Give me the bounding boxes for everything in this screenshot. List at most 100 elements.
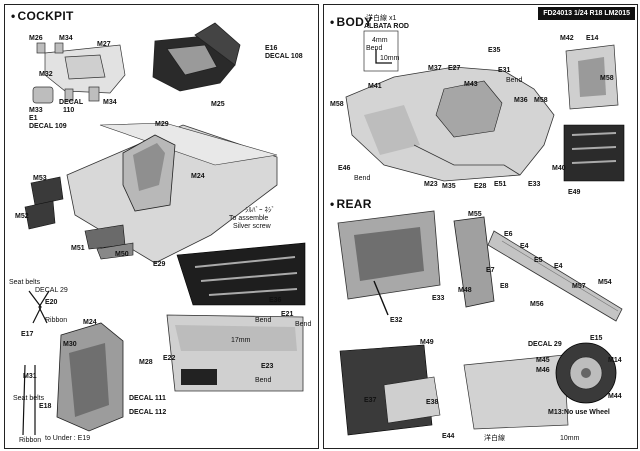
part-label: Bend <box>255 317 272 324</box>
part-label: M35 <box>442 183 456 190</box>
part-label: E22 <box>163 355 176 362</box>
note-wire-size: 10mm <box>560 435 580 442</box>
part-label: M43 <box>464 81 478 88</box>
body-rear-page: FD24013 1/24 R18 LM2015 •BODY •REAR 洋白線 … <box>323 4 638 449</box>
part-label: M56 <box>530 301 544 308</box>
part-label: E16 <box>265 45 278 52</box>
note-silver-screw: Silver screw <box>233 223 271 230</box>
note-wire-jp: 洋白線 <box>484 435 505 442</box>
part-label: M30 <box>63 341 77 348</box>
part-label: Bend <box>506 77 523 84</box>
part-label: M31 <box>23 373 37 380</box>
part-label: E27 <box>448 65 461 72</box>
part-label: E4 <box>554 263 563 270</box>
part-label: M58 <box>534 97 548 104</box>
part-label: to Under : E19 <box>45 435 91 442</box>
part-label: E49 <box>568 189 581 196</box>
part-label: M58 <box>600 75 614 82</box>
part-label: M42 <box>560 35 574 42</box>
part-label: M32 <box>39 71 53 78</box>
rod-length-a: 4mm <box>372 37 388 44</box>
part-label: M44 <box>608 393 622 400</box>
part-label: M14 <box>608 357 622 364</box>
part-label: Ribbon <box>19 437 42 444</box>
part-label: M37 <box>428 65 442 72</box>
part-label: E38 <box>426 399 439 406</box>
part-label: M52 <box>15 213 29 220</box>
part-label: E6 <box>504 231 513 238</box>
part-label: M40 <box>552 165 566 172</box>
part-label: M23 <box>424 181 438 188</box>
part-label: M25 <box>211 101 225 108</box>
part-label: M34 <box>59 35 73 42</box>
part-label: E5 <box>534 257 543 264</box>
part-label: M26 <box>29 35 43 42</box>
part-label: M29 <box>155 121 169 128</box>
part-label: E21 <box>281 311 294 318</box>
part-label: 110 <box>63 107 75 114</box>
part-label: Seat belts <box>9 279 41 286</box>
rod-bend: Bend <box>366 45 383 52</box>
part-label: Bend <box>295 321 312 328</box>
part-label: E14 <box>586 35 599 42</box>
note-assemble: To assemble <box>229 215 269 222</box>
section-title-rear: •REAR <box>330 197 372 211</box>
part-label: E33 <box>528 181 541 188</box>
part-label: M34 <box>103 99 117 106</box>
part-label: M57 <box>572 283 586 290</box>
part-label: DECAL 109 <box>29 123 67 130</box>
part-label: 17mm <box>231 337 251 344</box>
part-label: M36 <box>514 97 528 104</box>
part-label: M58 <box>330 101 344 108</box>
body-rear-illustration <box>337 30 625 436</box>
part-label: M54 <box>598 279 612 286</box>
part-label: DECAL 29 <box>35 287 68 294</box>
part-label: E7 <box>486 267 495 274</box>
part-label: E37 <box>364 397 377 404</box>
note-silver-screw-jp: ｼﾙﾊﾞｰ ﾈｼﾞ <box>245 207 275 214</box>
kit-code-header: FD24013 1/24 R18 LM2015 <box>538 7 635 20</box>
part-label: E32 <box>390 317 403 324</box>
part-label: M50 <box>115 251 129 258</box>
part-label: Ribbon <box>45 317 68 324</box>
part-label: M45 <box>536 357 550 364</box>
part-label: Bend <box>354 175 371 182</box>
part-label: E17 <box>21 331 34 338</box>
part-label: M46 <box>536 367 550 374</box>
part-label: E20 <box>45 299 58 306</box>
part-label: DECAL 111 <box>129 395 166 402</box>
part-label: Seat belts <box>13 395 45 402</box>
part-label: E51 <box>494 181 507 188</box>
part-label: E1 <box>29 115 38 122</box>
part-label: E8 <box>500 283 509 290</box>
part-label: E23 <box>261 363 274 370</box>
part-label: E36 <box>269 297 282 304</box>
part-label: M13:No use Wheel <box>548 409 610 416</box>
part-label: E44 <box>442 433 455 440</box>
part-label: DECAL <box>59 99 84 106</box>
part-label: DECAL 112 <box>129 409 167 416</box>
part-label: M24 <box>83 319 97 326</box>
section-title-cockpit: •COCKPIT <box>11 9 74 23</box>
part-label: Bend <box>255 377 272 384</box>
part-label: M33 <box>29 107 43 114</box>
part-label: M27 <box>97 41 111 48</box>
part-label: DECAL 108 <box>265 53 303 60</box>
section-title-body: •BODY <box>330 15 373 29</box>
part-label: M49 <box>420 339 434 346</box>
part-label: E35 <box>488 47 501 54</box>
cockpit-illustration <box>22 22 306 436</box>
part-label: E4 <box>520 243 529 250</box>
part-label: M48 <box>458 287 472 294</box>
cockpit-page: •COCKPIT M26 M34 M27 M32 M34 M33 E1 DECA… <box>4 4 319 449</box>
part-label: M51 <box>71 245 85 252</box>
part-label: E33 <box>432 295 445 302</box>
part-label: E46 <box>338 165 351 172</box>
part-label: E18 <box>39 403 52 410</box>
part-label: E29 <box>153 261 166 268</box>
rod-title: 洋白線 x1 <box>366 15 397 22</box>
part-label: E31 <box>498 67 511 74</box>
part-label: M55 <box>468 211 482 218</box>
part-label: DECAL 29 <box>528 341 562 348</box>
part-label: M53 <box>33 175 47 182</box>
